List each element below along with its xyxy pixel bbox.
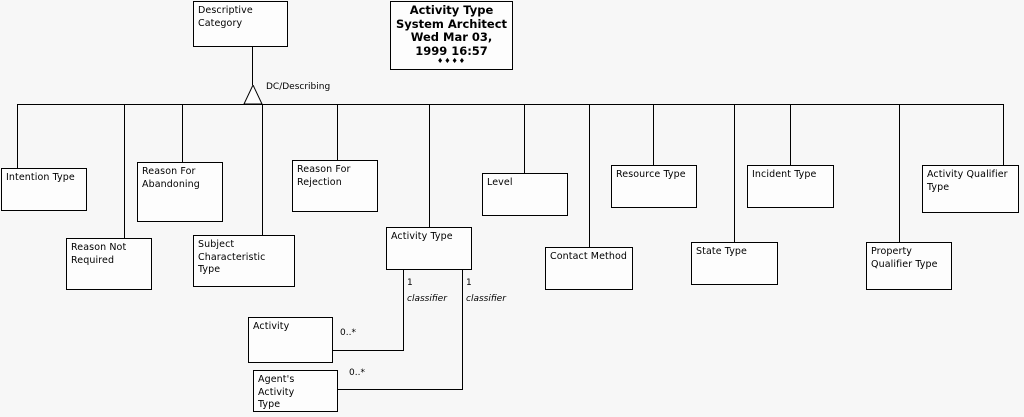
class-box-property-qualifier-type[interactable]: Property Qualifier Type (866, 242, 952, 290)
class-box-agents-activity-type[interactable]: Agent's Activity Type (253, 370, 338, 412)
drop-line-subject-characteristic-type (262, 104, 263, 235)
role-classifier-1: classifier (407, 294, 447, 304)
drop-line-reason-for-abandoning (182, 104, 183, 162)
class-box-reason-for-rejection[interactable]: Reason For Rejection (292, 160, 378, 212)
association-line-agents-activity-vertical (462, 270, 463, 389)
multiplicity-activity: 0..* (340, 328, 356, 338)
class-box-reason-not-required[interactable]: Reason Not Required (66, 238, 152, 290)
generalization-bus-line (17, 104, 1004, 105)
stamp-line-tool-name: System Architect (395, 16, 508, 31)
diagram-title-stamp: Activity Type System Architect Wed Mar 0… (390, 1, 513, 70)
drop-line-activity-type (429, 104, 430, 227)
multiplicity-agents-activity-type: 0..* (349, 368, 365, 378)
class-box-incident-type[interactable]: Incident Type (747, 165, 834, 208)
drop-line-intention-type (17, 104, 18, 168)
class-box-activity-qualifier-type[interactable]: Activity Qualifier Type (922, 165, 1019, 213)
class-box-descriptive-category[interactable]: Descriptive Category (193, 1, 288, 47)
association-line-activity-type-vertical (403, 270, 404, 350)
drop-line-reason-not-required (124, 104, 125, 238)
drop-line-incident-type (790, 104, 791, 165)
connector-superclass-to-generalization (252, 47, 253, 85)
class-box-subject-characteristic-type[interactable]: Subject Characteristic Type (193, 235, 295, 287)
role-classifier-2: classifier (466, 294, 506, 304)
class-box-state-type[interactable]: State Type (691, 242, 778, 285)
stamp-diamond-marks: ♦♦♦♦ (436, 57, 467, 65)
multiplicity-classifier-2: 1 (466, 278, 472, 288)
class-box-level[interactable]: Level (482, 173, 568, 216)
class-box-resource-type[interactable]: Resource Type (611, 165, 697, 208)
drop-line-reason-for-rejection (337, 104, 338, 160)
class-box-contact-method[interactable]: Contact Method (545, 247, 633, 290)
association-line-agents-activity-horizontal (338, 389, 463, 390)
class-box-reason-for-abandoning[interactable]: Reason For Abandoning (137, 162, 223, 222)
drop-line-activity-qualifier-type (1003, 104, 1004, 165)
multiplicity-classifier-1: 1 (407, 278, 413, 288)
generalization-label: DC/Describing (266, 82, 331, 92)
stamp-line-time: 1999 16:57 (415, 43, 488, 58)
class-box-intention-type[interactable]: Intention Type (1, 168, 87, 211)
stamp-line-model-name: Activity Type (409, 3, 494, 17)
drop-line-level (524, 104, 525, 173)
drop-line-property-qualifier-type (899, 104, 900, 242)
class-box-activity[interactable]: Activity (248, 317, 333, 363)
association-line-activity-horizontal (333, 350, 404, 351)
drop-line-contact-method (589, 104, 590, 247)
class-box-activity-type[interactable]: Activity Type (386, 227, 472, 270)
drop-line-state-type (734, 104, 735, 242)
stamp-line-date: Wed Mar 03, (410, 30, 493, 44)
drop-line-resource-type (653, 104, 654, 165)
